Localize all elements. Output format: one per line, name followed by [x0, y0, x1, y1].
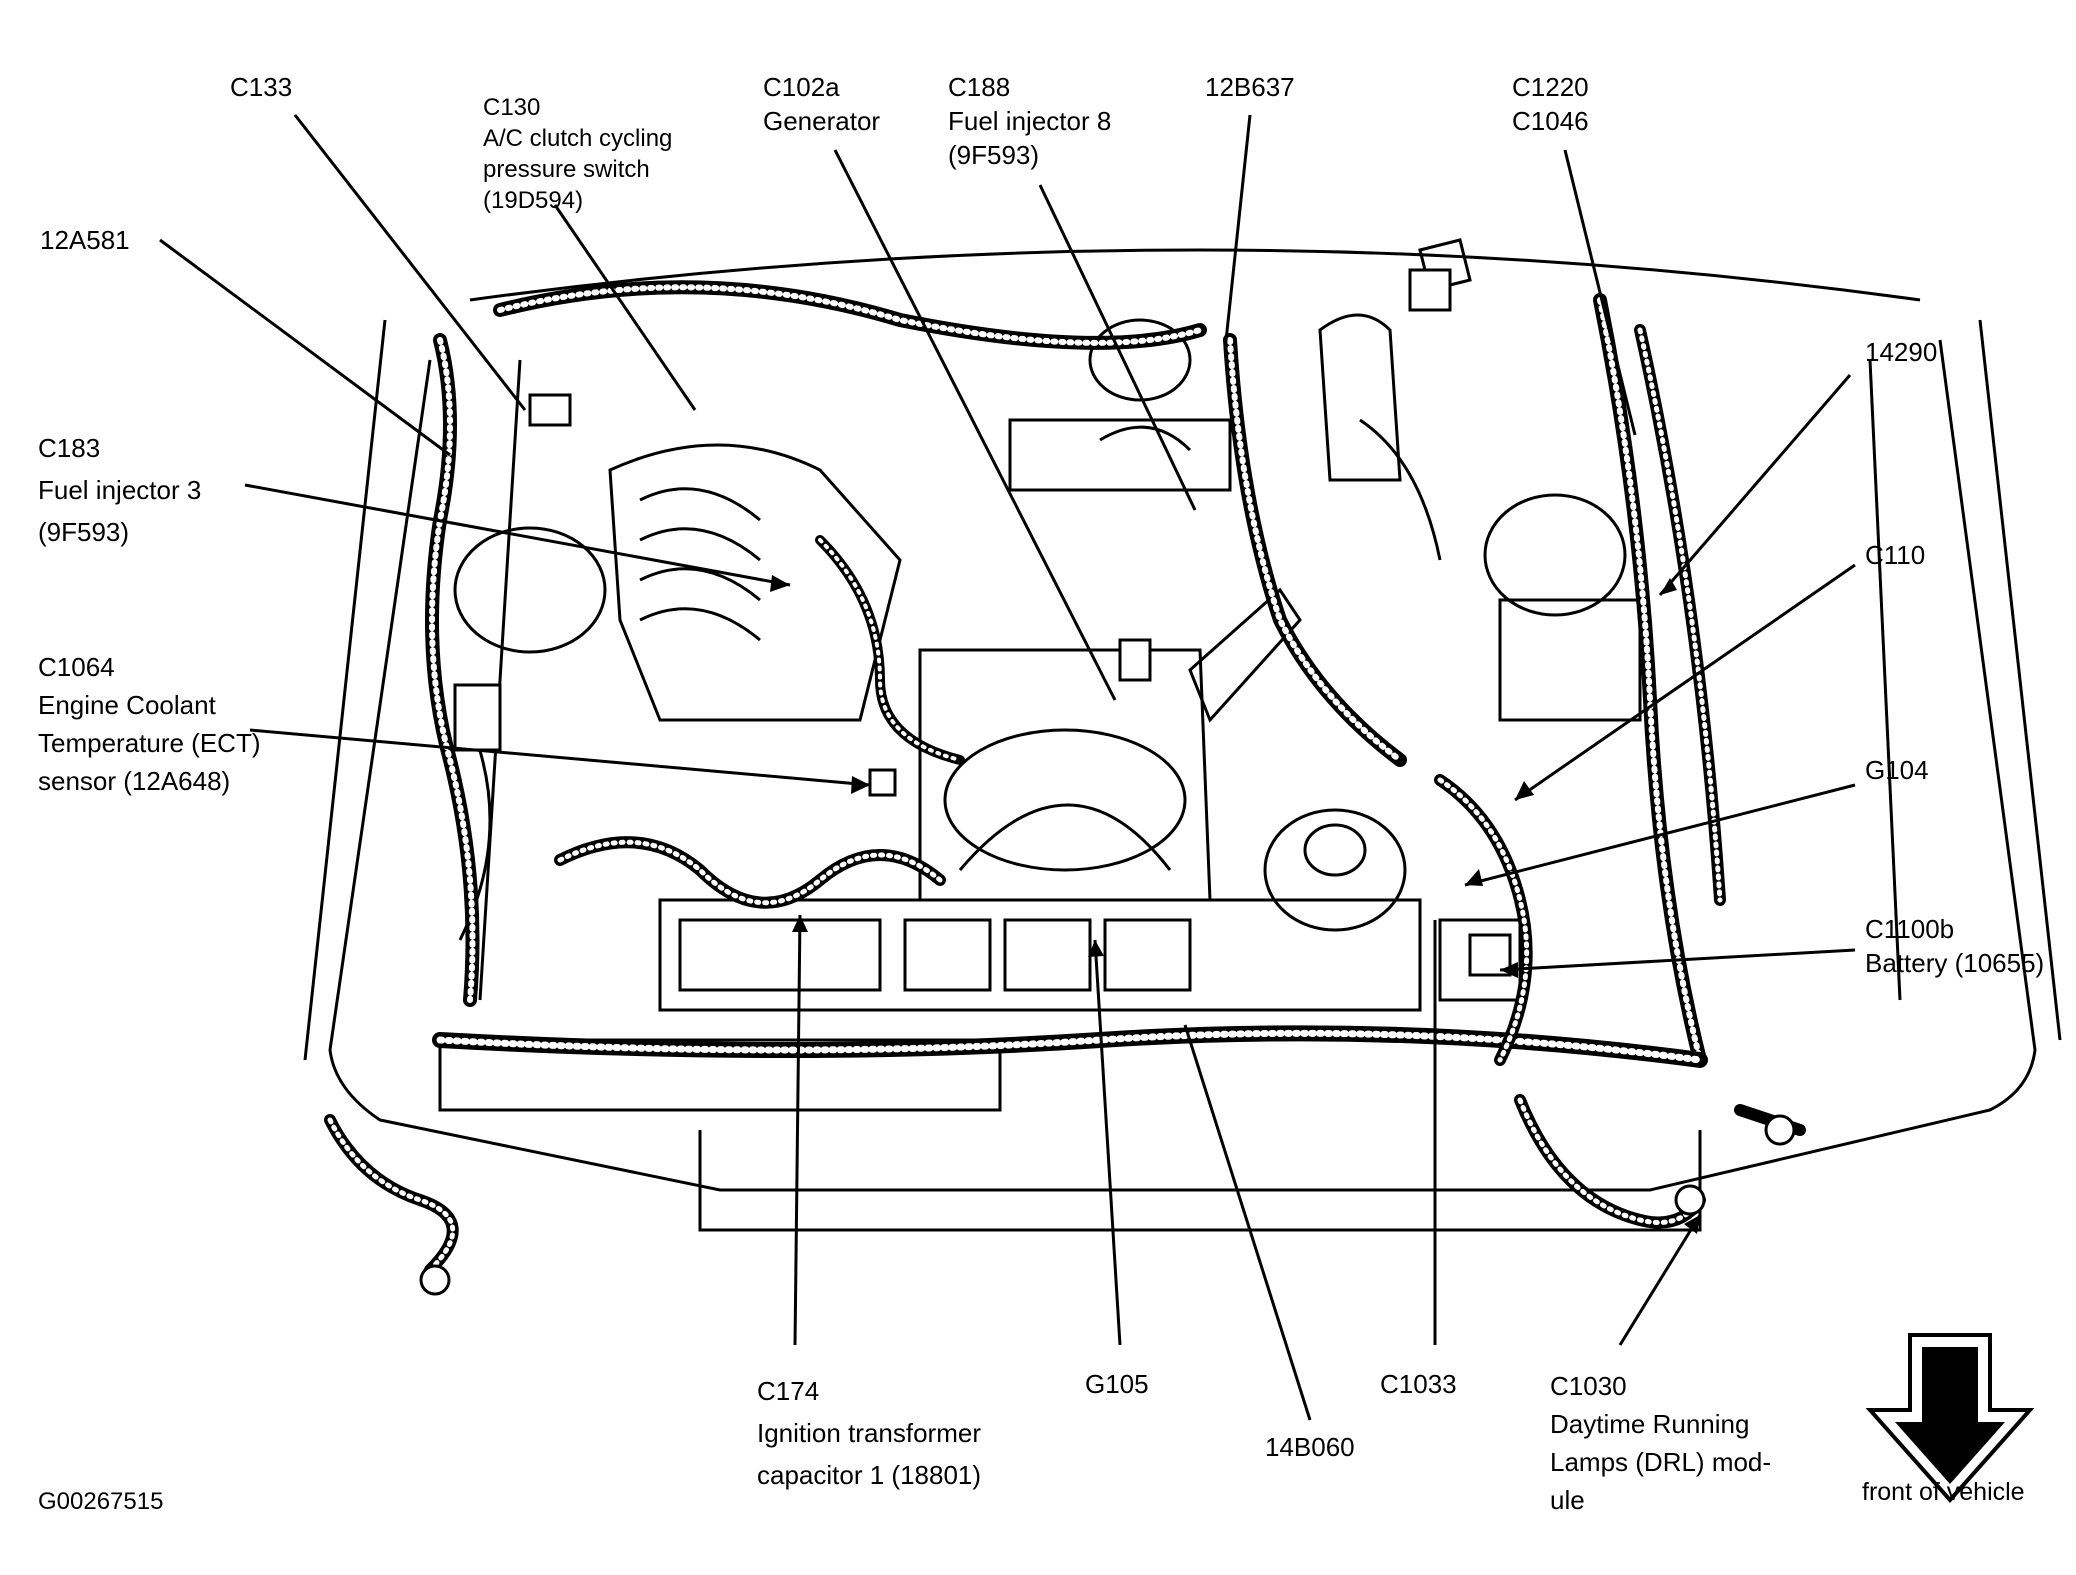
- figure-id: G00267515: [38, 1488, 164, 1515]
- callout-c102a: C102a Generator: [763, 72, 881, 136]
- leader-arrowheads: [770, 575, 1700, 1234]
- callout-c110: C110: [1865, 540, 1926, 570]
- front-of-vehicle-arrow-icon: [1865, 1333, 2035, 1504]
- callout-12a581: 12A581: [40, 225, 130, 255]
- wiring-harnesses: [324, 280, 1806, 1276]
- callout-c1033: C1033: [1380, 1369, 1457, 1399]
- callout-c1100b: C1100b Battery (10655): [1865, 914, 2045, 978]
- callout-14290: 14290: [1865, 337, 1938, 367]
- leader-lines: [159, 114, 1856, 1421]
- callout-c1220-c1046: C1220 C1046: [1512, 72, 1589, 136]
- front-of-vehicle-label: front of vehicle: [1862, 1478, 2025, 1506]
- callout-14b060: 14B060: [1265, 1432, 1355, 1462]
- callout-c174: C174 Ignition transformer capacitor 1 (1…: [757, 1376, 982, 1490]
- callout-g105: G105: [1085, 1369, 1149, 1399]
- vehicle-body-outline: [303, 248, 2062, 1232]
- callout-c188: C188 Fuel injector 8 (9F593): [948, 72, 1112, 170]
- callout-c1030: C1030 Daytime Running Lamps (DRL) mod- u…: [1550, 1371, 1772, 1515]
- callout-c1064: C1064 Engine Coolant Temperature (ECT) s…: [38, 652, 261, 796]
- callout-g104: G104: [1865, 755, 1929, 785]
- callout-12b637: 12B637: [1205, 72, 1295, 102]
- engine-components: [438, 238, 1642, 1112]
- callout-c130: C130 A/C clutch cycling pressure switch …: [483, 94, 673, 214]
- callout-c183: C183 Fuel injector 3 (9F593): [38, 433, 202, 547]
- callout-c133: C133: [230, 72, 293, 102]
